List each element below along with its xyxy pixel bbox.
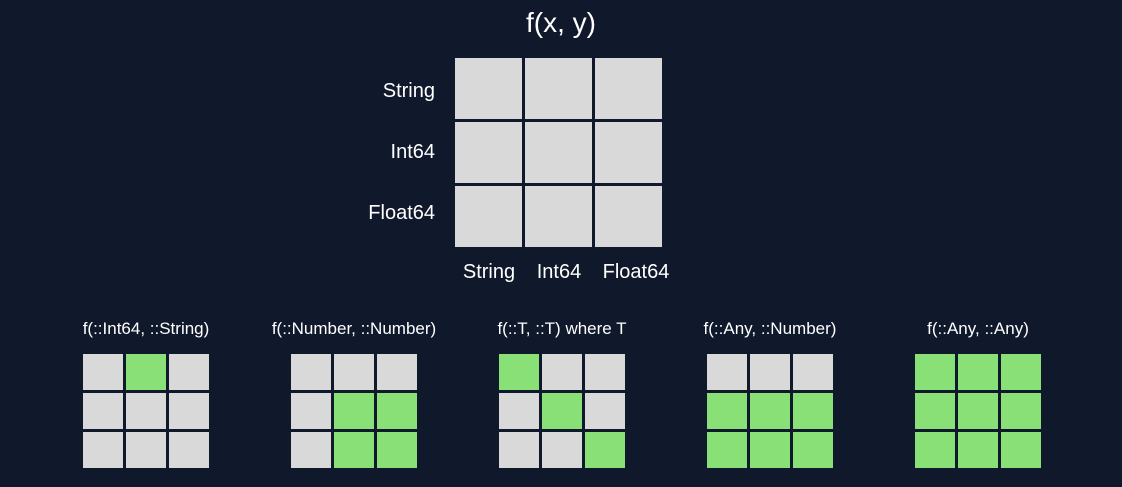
unmatched-cell (499, 393, 539, 429)
grid-cell (595, 58, 662, 119)
matched-cell (958, 354, 998, 390)
unmatched-cell (169, 354, 209, 390)
matched-cell (750, 393, 790, 429)
grid-cell (525, 58, 592, 119)
unmatched-cell (126, 393, 166, 429)
unmatched-cell (291, 432, 331, 468)
type-combination-grid (455, 58, 662, 247)
method-match-grid (707, 354, 833, 468)
unmatched-cell (542, 432, 582, 468)
matched-cell (750, 432, 790, 468)
method-signature: f(::Any, ::Number) (703, 319, 837, 338)
diagram-title: f(x, y) (526, 7, 596, 38)
col-label-float64: Float64 (602, 261, 670, 283)
matched-cell (585, 432, 625, 468)
unmatched-cell (499, 432, 539, 468)
row-label-string: String (382, 80, 435, 102)
method-signature: f(::Any, ::Any) (927, 319, 1029, 338)
grid-cell (595, 122, 662, 183)
unmatched-cell (169, 432, 209, 468)
matched-cell (334, 432, 374, 468)
unmatched-cell (707, 354, 747, 390)
unmatched-cell (83, 432, 123, 468)
unmatched-cell (585, 354, 625, 390)
unmatched-cell (83, 354, 123, 390)
method-match-grid (291, 354, 417, 468)
matched-cell (1001, 393, 1041, 429)
unmatched-cell (126, 432, 166, 468)
unmatched-cell (377, 354, 417, 390)
matched-cell (958, 432, 998, 468)
unmatched-cell (585, 393, 625, 429)
matched-cell (915, 432, 955, 468)
matched-cell (499, 354, 539, 390)
matched-cell (793, 432, 833, 468)
unmatched-cell (169, 393, 209, 429)
matched-cell (707, 432, 747, 468)
matched-cell (1001, 432, 1041, 468)
method-signature: f(::Int64, ::String) (82, 319, 210, 338)
row-label-float64: Float64 (368, 202, 435, 224)
grid-cell (525, 122, 592, 183)
unmatched-cell (334, 354, 374, 390)
grid-cell (525, 186, 592, 247)
unmatched-cell (291, 354, 331, 390)
method-match-grid (915, 354, 1041, 468)
grid-cell (455, 58, 522, 119)
col-label-int64: Int64 (536, 261, 582, 283)
method-match-grid (83, 354, 209, 468)
method-signature: f(::T, ::T) where T (497, 319, 627, 338)
unmatched-cell (83, 393, 123, 429)
unmatched-cell (542, 354, 582, 390)
unmatched-cell (750, 354, 790, 390)
matched-cell (915, 354, 955, 390)
matched-cell (334, 393, 374, 429)
unmatched-cell (291, 393, 331, 429)
row-label-int64: Int64 (390, 141, 435, 163)
matched-cell (958, 393, 998, 429)
matched-cell (542, 393, 582, 429)
matched-cell (793, 393, 833, 429)
matched-cell (1001, 354, 1041, 390)
col-label-string: String (462, 261, 516, 283)
matched-cell (915, 393, 955, 429)
unmatched-cell (793, 354, 833, 390)
method-signature: f(::Number, ::Number) (271, 319, 437, 338)
matched-cell (377, 432, 417, 468)
grid-cell (455, 122, 522, 183)
grid-cell (455, 186, 522, 247)
grid-cell (595, 186, 662, 247)
matched-cell (707, 393, 747, 429)
method-match-grid (499, 354, 625, 468)
matched-cell (377, 393, 417, 429)
matched-cell (126, 354, 166, 390)
